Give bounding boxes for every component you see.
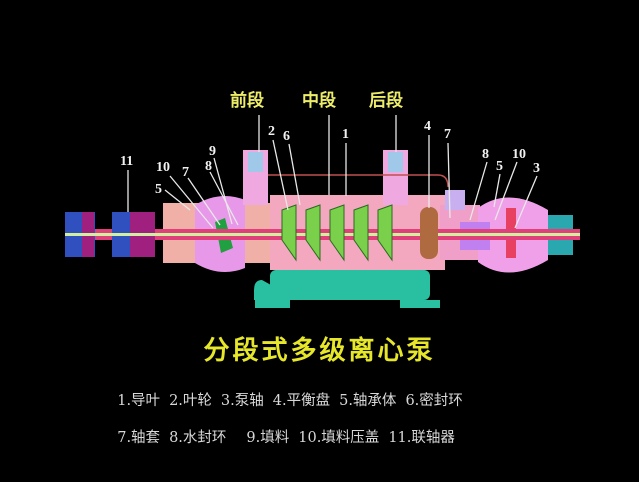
legend-item: 2.叶轮: [169, 393, 212, 409]
svg-text:3: 3: [533, 161, 540, 176]
section-middle: 中段: [302, 90, 336, 111]
legend-row-2: 7.轴套 8.水封环 9.填料 10.填料压盖 11.联轴器: [108, 410, 464, 447]
legend-item: 10.填料压盖: [298, 430, 380, 446]
svg-text:11: 11: [120, 154, 133, 169]
legend-item: 4.平衡盘: [272, 393, 331, 409]
svg-text:8: 8: [482, 147, 489, 162]
section-front: 前段: [230, 90, 264, 111]
small-nozzle: [445, 190, 465, 210]
suction-nozzle: [243, 115, 268, 205]
legend-item: 9.填料: [246, 430, 290, 446]
pump-shaft: [65, 229, 580, 240]
impellers: [281, 204, 393, 262]
legend-item: 11.联轴器: [388, 430, 455, 446]
legend-item: 3.泵轴: [220, 393, 264, 409]
callouts-left: 11 10 7 9 8 5: [120, 144, 239, 229]
svg-text:4: 4: [424, 119, 431, 134]
balance-pipe: [268, 174, 449, 188]
legend-item: 7.轴套: [117, 430, 161, 446]
section-rear: 后段: [369, 90, 403, 111]
legend-row-1: 1.导叶 2.叶轮 3.泵轴 4.平衡盘 5.轴承体 6.密封环: [108, 373, 472, 410]
pump-base: [254, 270, 440, 308]
legend-item: 8.水封环: [169, 430, 227, 446]
callouts-center: 2 6 1 4 7: [268, 119, 451, 219]
svg-text:5: 5: [496, 159, 503, 174]
svg-text:7: 7: [444, 127, 451, 142]
coupling: [65, 212, 155, 257]
svg-text:8: 8: [205, 159, 212, 174]
discharge-nozzle: [383, 115, 408, 205]
svg-text:6: 6: [283, 129, 290, 144]
svg-text:2: 2: [268, 124, 275, 139]
svg-text:10: 10: [512, 147, 526, 162]
svg-text:10: 10: [156, 160, 170, 175]
callouts-right: 8 10 5 3: [469, 147, 540, 229]
svg-text:5: 5: [155, 182, 162, 197]
svg-text:1: 1: [342, 127, 349, 142]
svg-text:7: 7: [182, 165, 189, 180]
pump-cross-section: 前段 中段 后段 11 10 7 9 8 5 2 6 1 4 7 8 10 5 …: [65, 90, 580, 308]
diagram-title: 分段式多级离心泵: [203, 336, 436, 366]
legend-item: 1.导叶: [117, 393, 161, 409]
balance-disc: [420, 207, 438, 259]
svg-text:9: 9: [209, 144, 216, 159]
legend-item: 6.密封环: [405, 393, 463, 409]
legend-item: 5.轴承体: [339, 393, 397, 409]
